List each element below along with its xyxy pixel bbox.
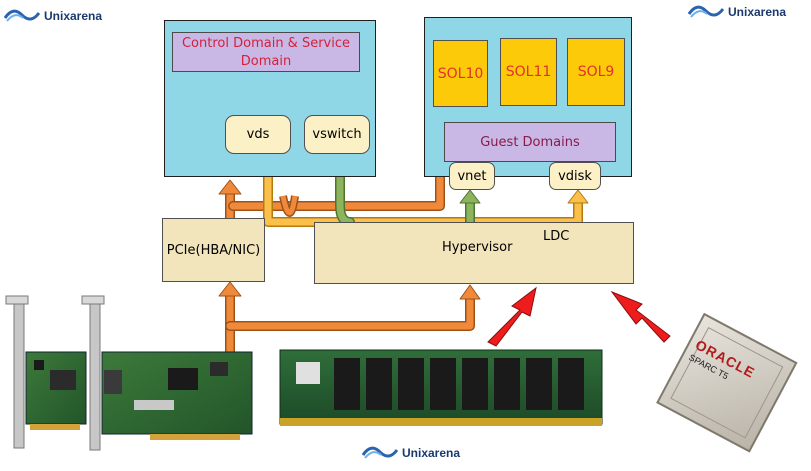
vdisk-node: vdisk: [549, 162, 601, 190]
red-arrow-cpu: [610, 290, 671, 343]
sparc-cpu-image: [656, 312, 798, 453]
guest-domains-title: Guest Domains: [444, 122, 616, 162]
pcie-card-image-1: [5, 295, 87, 449]
watermark-top-right: Unixarena: [688, 3, 786, 21]
orange-loop-fill: [280, 195, 298, 216]
watermark-text: Unixarena: [728, 5, 787, 19]
pcie-label: PCIe(HBA/NIC): [166, 242, 261, 258]
wave-logo-icon: [688, 5, 724, 18]
vswitch-node: vswitch: [304, 115, 370, 154]
wave-logo-icon: [4, 9, 40, 22]
watermark-text: Unixarena: [44, 9, 103, 23]
control-domain-title: Control Domain & Service Domain: [172, 32, 360, 72]
watermark-text: Unixarena: [402, 446, 461, 460]
watermark-top-left: Unixarena: [4, 7, 102, 25]
ldc-label: LDC: [543, 229, 570, 244]
watermark-bottom: Unixarena: [362, 444, 460, 462]
pcie-box: PCIe(HBA/NIC): [162, 218, 265, 282]
sol11-domain: SOL11: [500, 38, 557, 106]
vnet-node: vnet: [449, 162, 495, 190]
red-arrow-ram: [487, 286, 537, 347]
ram-module-image: [279, 349, 603, 426]
orange-path: [218, 110, 481, 365]
pcie-card-image-2: [81, 295, 253, 451]
wave-logo-icon: [362, 446, 398, 459]
hypervisor-box: Hypervisor LDC: [314, 222, 634, 284]
hypervisor-label: Hypervisor: [442, 240, 513, 255]
sol9-domain: SOL9: [567, 38, 625, 106]
vds-node: vds: [225, 115, 291, 154]
sol10-domain: SOL10: [433, 40, 488, 107]
